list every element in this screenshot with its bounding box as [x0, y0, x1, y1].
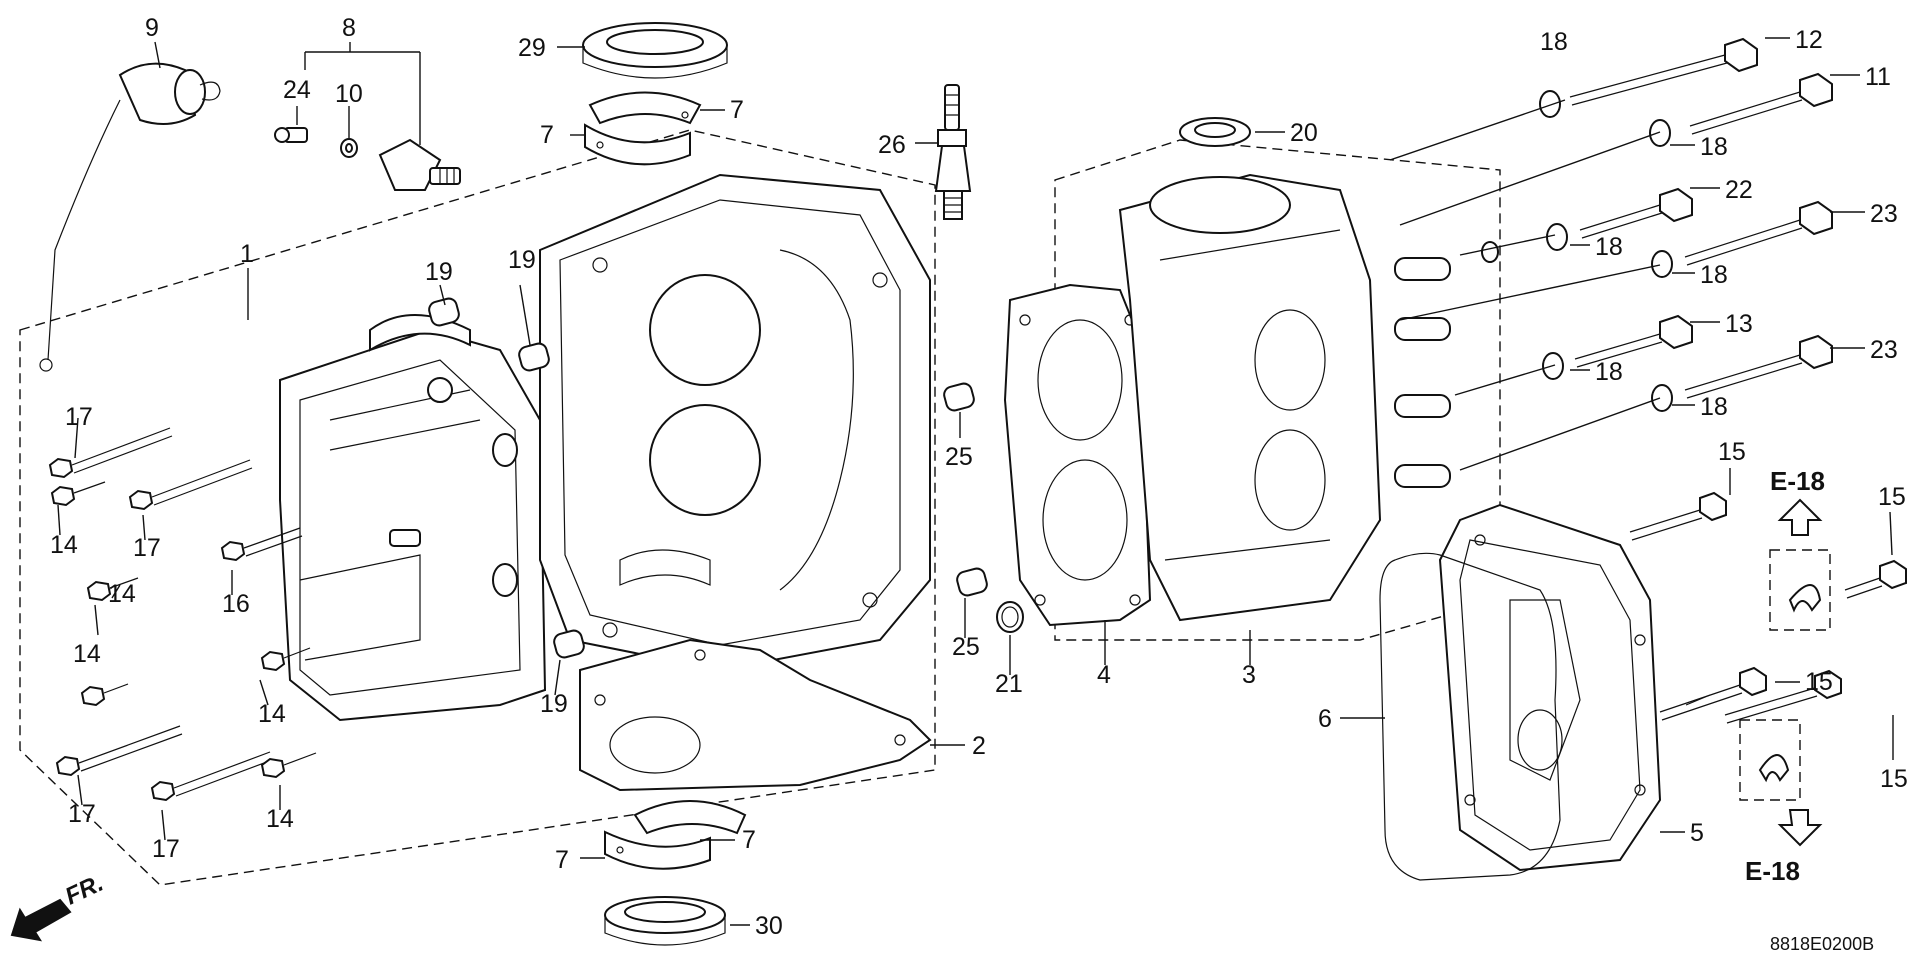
front-direction-arrow [10, 898, 72, 942]
callout-14-c: 14 [73, 640, 101, 668]
section-ref-e18-bottom: E-18 [1745, 856, 1800, 886]
callout-19-a: 19 [425, 258, 453, 286]
callout-25-b: 25 [952, 633, 980, 661]
callout-18-a: 18 [1540, 28, 1568, 56]
sensor-cap-part [39, 62, 221, 372]
callout-21: 21 [995, 670, 1023, 698]
seal-part-20 [1179, 117, 1251, 147]
spark-plug-part [934, 84, 972, 220]
callout-3: 3 [1242, 661, 1256, 689]
cylinder-block-cover-part [279, 314, 547, 722]
callout-18-f: 18 [1700, 393, 1728, 421]
callout-18-b: 18 [1700, 133, 1728, 161]
callout-9: 9 [145, 14, 159, 42]
half-ring-top-part [584, 91, 702, 166]
callout-18-e: 18 [1595, 358, 1623, 386]
crankcase-block-part [539, 173, 931, 672]
callout-15-a: 15 [1718, 438, 1746, 466]
callout-7-top-right: 7 [730, 96, 744, 124]
callout-7-bottom-left: 7 [555, 846, 569, 874]
callout-15-b: 15 [1878, 483, 1906, 511]
half-ring-bottom-part [604, 800, 747, 870]
callout-4: 4 [1097, 661, 1111, 689]
cover-bolts-15 [1629, 491, 1907, 724]
left-bolts [48, 427, 317, 802]
callout-17-b: 17 [133, 534, 161, 562]
callout-22: 22 [1725, 176, 1753, 204]
callout-7-top-left: 7 [540, 121, 554, 149]
callout-15-d: 15 [1880, 765, 1908, 793]
callout-18-c: 18 [1595, 233, 1623, 261]
callout-7-bottom-right: 7 [742, 826, 756, 854]
callout-11: 11 [1865, 63, 1891, 91]
callout-18-d: 18 [1700, 261, 1728, 289]
callout-15-c: 15 [1805, 668, 1833, 696]
callout-30: 30 [755, 912, 783, 940]
callout-2: 2 [972, 732, 986, 760]
gasket-part-2 [579, 638, 932, 792]
callout-8: 8 [342, 14, 356, 42]
front-direction-label: FR. [61, 870, 107, 911]
callout-17-a: 17 [65, 403, 93, 431]
callout-26: 26 [878, 131, 906, 159]
head-gasket-part-4 [1003, 283, 1152, 627]
callout-14-b: 14 [108, 580, 136, 608]
callout-6: 6 [1318, 705, 1332, 733]
callout-14-d: 14 [258, 700, 286, 728]
callout-1: 1 [240, 240, 254, 268]
left-assembly-boundary [19, 129, 936, 886]
callout-23-b: 23 [1870, 336, 1898, 364]
callout-14-e: 14 [266, 805, 294, 833]
callout-29: 29 [518, 34, 546, 62]
callout-20: 20 [1290, 119, 1318, 147]
callout-12: 12 [1795, 26, 1823, 54]
callout-10: 10 [335, 80, 363, 108]
section-ref-e18-top: E-18 [1770, 466, 1825, 496]
head-cover-part-5 [1438, 503, 1662, 872]
leader-lines [57, 37, 1894, 926]
callout-19-b: 19 [508, 246, 536, 274]
cover-seal-part-6 [1379, 552, 1561, 881]
right-bolts [1539, 37, 1833, 412]
oil-seal-top-part [582, 22, 728, 79]
callout-13: 13 [1725, 310, 1753, 338]
callout-19-c: 19 [540, 690, 568, 718]
callout-25-a: 25 [945, 443, 973, 471]
valve-guides [1394, 241, 1499, 488]
sensor-bolt-group [274, 127, 461, 191]
callout-24: 24 [283, 76, 311, 104]
callout-16: 16 [222, 590, 250, 618]
figure-code: 8818E0200B [1770, 934, 1874, 954]
cylinder-head-part-3 [1118, 173, 1382, 622]
callout-17-d: 17 [152, 835, 180, 863]
oil-seal-bottom-part [604, 896, 726, 946]
section-ref-top-box [1769, 498, 1831, 631]
callout-5: 5 [1690, 819, 1704, 847]
callout-labels: 9 8 24 10 29 7 7 26 20 18 12 11 18 22 18… [50, 14, 1908, 940]
section-ref-bottom-box [1739, 719, 1823, 847]
callout-17-c: 17 [68, 800, 96, 828]
dowel-pins [428, 297, 1024, 659]
callout-14-a: 14 [50, 531, 78, 559]
callout-23-a: 23 [1870, 200, 1898, 228]
